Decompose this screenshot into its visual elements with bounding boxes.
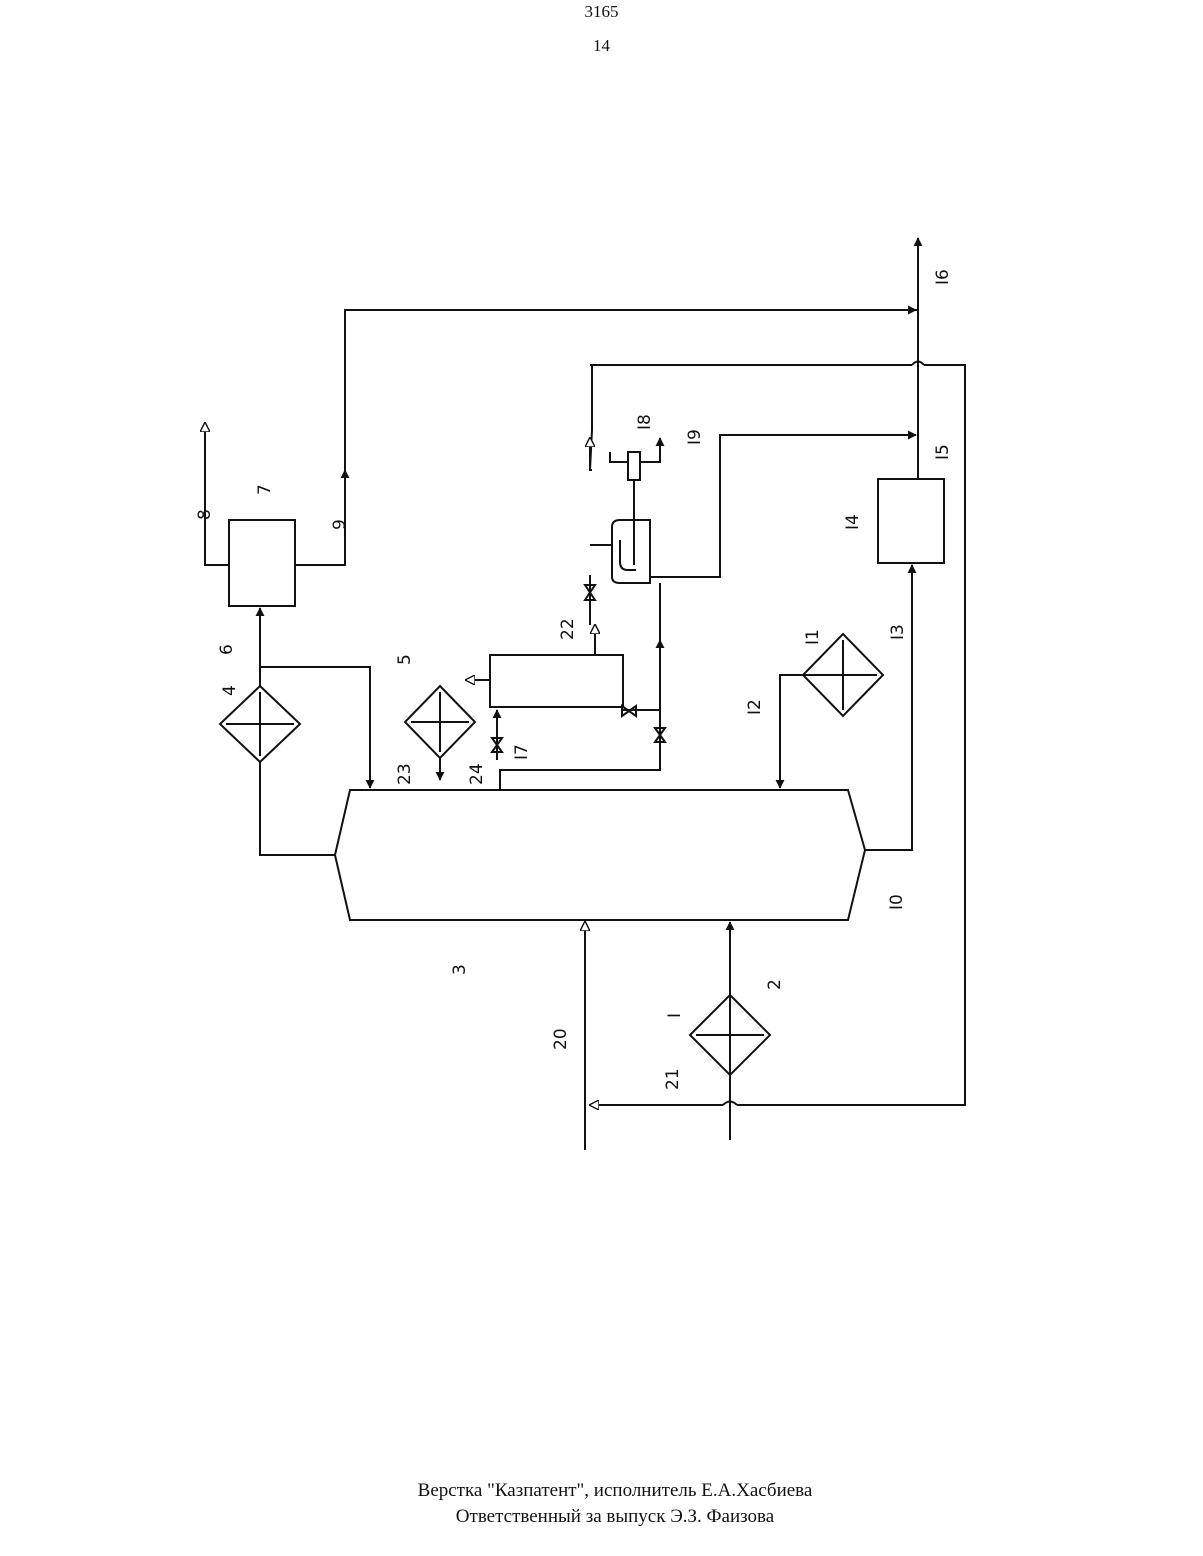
label-10: I0 — [887, 894, 907, 910]
label-4: 4 — [220, 685, 240, 696]
label-24: 24 — [467, 763, 487, 785]
heat-exchanger-4 — [220, 686, 300, 762]
label-19: I9 — [685, 429, 705, 445]
label-20: 20 — [551, 1028, 571, 1050]
label-12: I2 — [745, 699, 765, 715]
label-2: 2 — [765, 979, 785, 990]
heat-exchanger-23 — [405, 686, 475, 758]
label-18: I8 — [635, 414, 655, 430]
line-19 — [650, 435, 916, 577]
label-6: 6 — [217, 644, 237, 655]
label-14: I4 — [843, 514, 863, 530]
label-9: 9 — [330, 519, 350, 530]
line-9 — [295, 310, 918, 565]
label-17: I7 — [512, 744, 532, 760]
label-5: 5 — [395, 654, 415, 665]
unit-14 — [878, 479, 944, 563]
label-16: I6 — [933, 269, 953, 285]
line-12 — [780, 675, 843, 788]
label-11: I1 — [803, 629, 823, 645]
line-8 — [205, 423, 229, 565]
vessel-22 — [490, 655, 623, 707]
label-13: I3 — [888, 624, 908, 640]
column-overhead-line — [260, 762, 335, 855]
footer-responsible: Ответственный за выпуск Э.З. Фаизова — [0, 1506, 1203, 1528]
reboiler-18 — [612, 452, 650, 583]
label-15: I5 — [933, 444, 953, 460]
label-3: 3 — [450, 964, 470, 975]
label-7: 7 — [255, 484, 275, 495]
label-8: 8 — [195, 509, 215, 520]
label-21: 21 — [663, 1068, 683, 1090]
footer-layout-credit: Верстка "Казпатент", исполнитель Е.А.Хас… — [0, 1480, 1203, 1502]
line-5 — [260, 667, 370, 788]
line-10 — [865, 675, 912, 850]
label-1: I — [665, 1013, 685, 1018]
column-3 — [335, 790, 865, 920]
separator-7 — [229, 520, 295, 606]
label-22: 22 — [558, 618, 578, 640]
label-23: 23 — [395, 763, 415, 785]
